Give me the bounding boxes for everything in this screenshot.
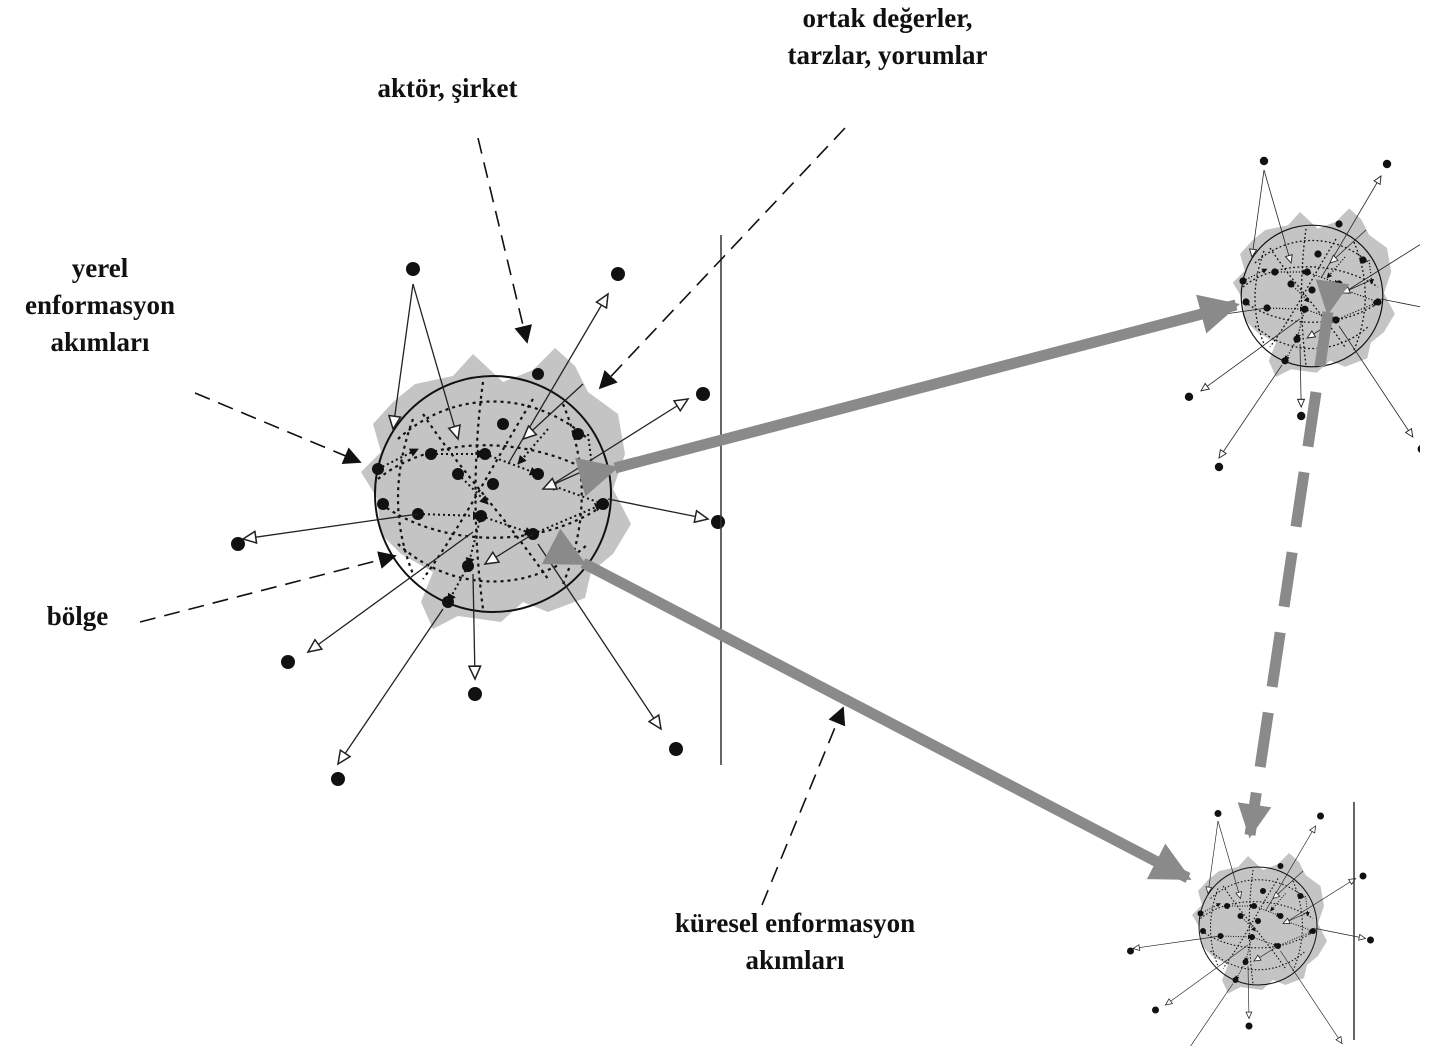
label-actor-company: aktör, şirket — [335, 70, 560, 107]
annotation-leaders — [139, 127, 846, 906]
leader-local-flows — [194, 392, 362, 465]
label-local-flows-line3: akımları — [50, 327, 150, 357]
global-flow-arrow-bottom — [541, 528, 1192, 883]
global-flow-arrow-dashed — [1237, 279, 1350, 839]
label-local-flows-line2: enformasyon — [25, 290, 175, 320]
leader-shared-values — [598, 127, 846, 390]
label-shared-values-line2: tarzlar, yorumlar — [787, 40, 988, 70]
leader-region — [139, 551, 397, 623]
label-global-flows-line2: akımları — [745, 945, 845, 975]
label-shared-values-line1: ortak değerler, — [802, 3, 973, 33]
label-shared-values: ortak değerler, tarzlar, yorumlar — [740, 0, 1035, 74]
label-region: bölge — [30, 598, 125, 635]
global-flow-arrow-top — [575, 294, 1240, 497]
label-local-flows: yerel enformasyon akımları — [0, 250, 200, 361]
label-region-line1: bölge — [46, 601, 109, 631]
leader-actor-company — [477, 137, 532, 344]
label-global-flows-line1: küresel enformasyon — [674, 908, 916, 938]
label-global-flows: küresel enformasyon akımları — [635, 905, 955, 979]
leader-global-flows — [761, 706, 846, 906]
cluster-bottom-right — [1127, 810, 1374, 1046]
global-flow-arrows — [541, 279, 1350, 883]
cluster-main — [231, 262, 725, 786]
label-local-flows-line1: yerel — [71, 253, 129, 283]
label-actor-company-line1: aktör, şirket — [377, 73, 518, 103]
